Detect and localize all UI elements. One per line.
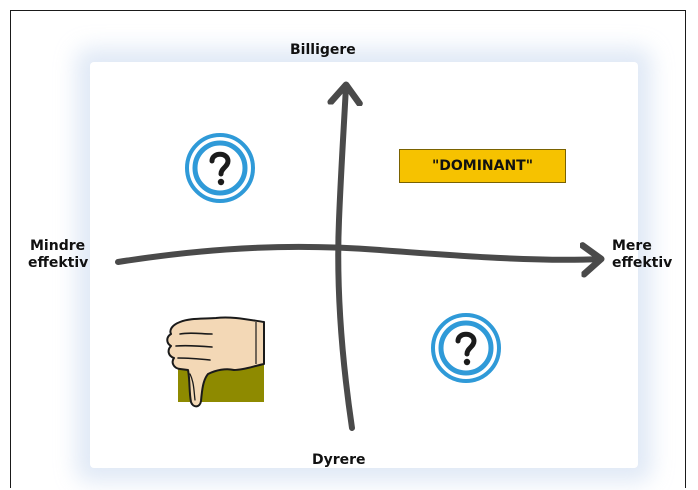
dominant-label: "DOMINANT" [399, 149, 566, 183]
horizontal-axis [115, 247, 600, 262]
question-icon [431, 313, 501, 383]
axis-label-left-line1: Mindre [30, 238, 86, 254]
axis-label-right-line1: Mere [612, 238, 652, 254]
axis-label-left: Mindre effektiv [28, 238, 89, 272]
axis-label-right: Mere effektiv [612, 238, 672, 272]
axis-label-right-line2: effektiv [612, 255, 673, 271]
vertical-axis [338, 86, 352, 431]
axis-label-bottom: Dyrere [312, 452, 366, 468]
axis-label-left-line2: effektiv [28, 255, 89, 271]
question-icon [185, 133, 255, 203]
axis-label-top: Billigere [290, 42, 356, 58]
thumbs-down-icon [166, 316, 265, 408]
